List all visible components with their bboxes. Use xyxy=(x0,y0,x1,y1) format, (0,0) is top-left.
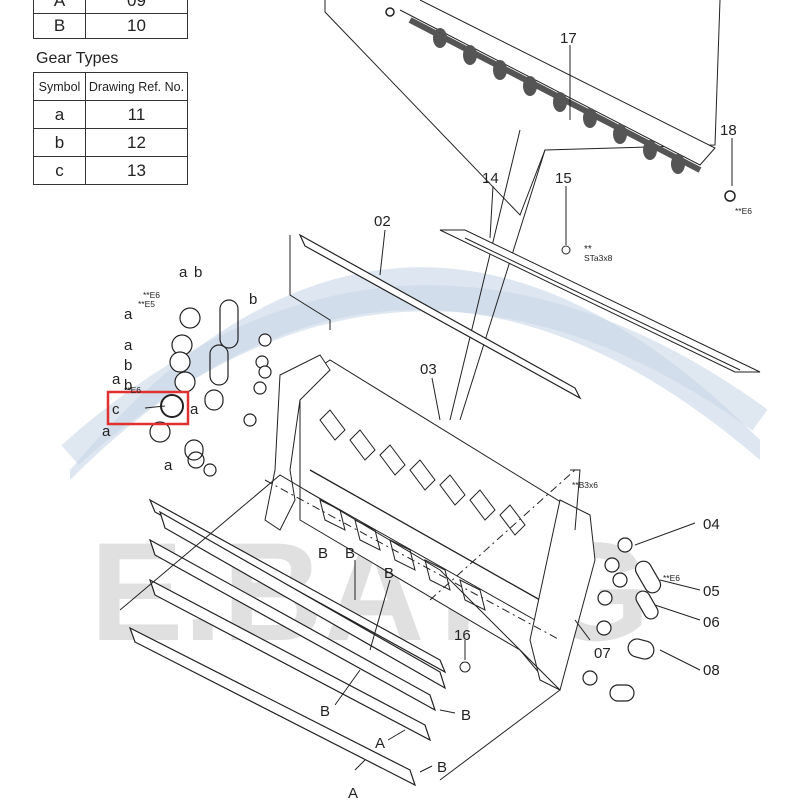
label-B: B xyxy=(461,707,471,724)
label-a: a xyxy=(190,401,199,418)
callout-03: 03 xyxy=(420,361,437,378)
callout-17: 17 xyxy=(560,30,577,47)
label-a: a xyxy=(179,264,188,281)
highlight-box xyxy=(106,390,190,426)
roller-a1 xyxy=(128,626,417,787)
roller-letter-labels: B B B B A B B A xyxy=(318,545,471,800)
gear-icon xyxy=(179,307,201,329)
callout-16: 16 xyxy=(454,627,471,644)
label-a: a xyxy=(102,423,111,440)
gear-icon xyxy=(617,537,633,553)
callout-e6-right: **E6 xyxy=(735,206,752,216)
upper-roller-housing xyxy=(399,0,716,166)
shaft-02 xyxy=(298,233,582,400)
ref-cell: 13 xyxy=(85,156,188,185)
label-a: a xyxy=(124,306,133,323)
label-B: B xyxy=(318,545,328,562)
callout-sta-stars: ** xyxy=(584,244,592,255)
ref-cell: 12 xyxy=(85,128,188,157)
callout-e6-left: **E6 xyxy=(143,290,160,300)
e-ring-18 xyxy=(724,190,736,202)
gear-icon xyxy=(169,351,191,373)
label-a: a xyxy=(112,371,121,388)
callout-07: 07 xyxy=(594,645,611,662)
gear-icon xyxy=(596,620,612,636)
label-B: B xyxy=(345,545,355,562)
callout-08: 08 xyxy=(703,662,720,679)
washer-16 xyxy=(459,661,471,673)
callout-sta: STa3x8 xyxy=(584,253,613,263)
gear-icon xyxy=(174,371,196,393)
gear-icon xyxy=(597,590,613,606)
label-B: B xyxy=(437,759,447,776)
header-symbol: Symbol xyxy=(33,72,86,101)
symbol-cell: c xyxy=(33,156,86,185)
gear-icon xyxy=(612,572,628,588)
right-gear-cluster xyxy=(582,537,662,702)
label-a: a xyxy=(164,457,173,474)
label-b: b xyxy=(124,357,132,374)
callout-02: 02 xyxy=(374,213,391,230)
gear-letter-labels: a b b a a b b a c a a a xyxy=(102,264,257,474)
label-b: b xyxy=(249,291,257,308)
callout-e5-left: **E5 xyxy=(138,299,155,309)
gear-types-title: Gear Types xyxy=(36,50,119,67)
upper-assembly-frame xyxy=(324,0,721,216)
upper-roller-17 xyxy=(408,17,702,174)
callout-15: 15 xyxy=(555,170,572,187)
label-b: b xyxy=(194,264,202,281)
label-c-highlighted: c xyxy=(112,401,120,418)
roller-b2 xyxy=(158,510,447,690)
left-belts xyxy=(184,299,239,461)
roller-b4 xyxy=(148,578,432,742)
gear-icon xyxy=(604,557,620,573)
label-A: A xyxy=(375,735,385,752)
label-a: a xyxy=(124,337,133,354)
header-ref: Drawing Ref. No. xyxy=(85,72,188,101)
callout-18: 18 xyxy=(720,122,737,139)
plate-14 xyxy=(439,229,761,373)
gear-icon xyxy=(149,421,171,443)
gear-icon xyxy=(582,670,598,686)
left-gear-cluster xyxy=(149,307,272,477)
callout-b3x6: **B3x6 xyxy=(572,480,598,490)
callout-04: 04 xyxy=(703,516,720,533)
callout-e6-mid: **E6 xyxy=(124,385,141,395)
callout-06: 06 xyxy=(703,614,720,631)
ref-cell: 10 xyxy=(85,13,188,39)
label-B: B xyxy=(320,703,330,720)
callout-05: 05 xyxy=(703,583,720,600)
roller-b1 xyxy=(148,498,447,674)
symbol-cell: a xyxy=(33,100,86,129)
ref-cell: 11 xyxy=(85,100,188,129)
label-B: B xyxy=(384,565,394,582)
roller-stack xyxy=(128,498,447,787)
screw-15 xyxy=(561,245,571,255)
label-b: b xyxy=(124,377,132,394)
callout-e6-gear: **E6 xyxy=(663,573,680,583)
side-bracket-left xyxy=(264,354,331,531)
callout-14: 14 xyxy=(482,170,499,187)
roller-b3 xyxy=(148,538,437,712)
label-A: A xyxy=(348,785,358,800)
